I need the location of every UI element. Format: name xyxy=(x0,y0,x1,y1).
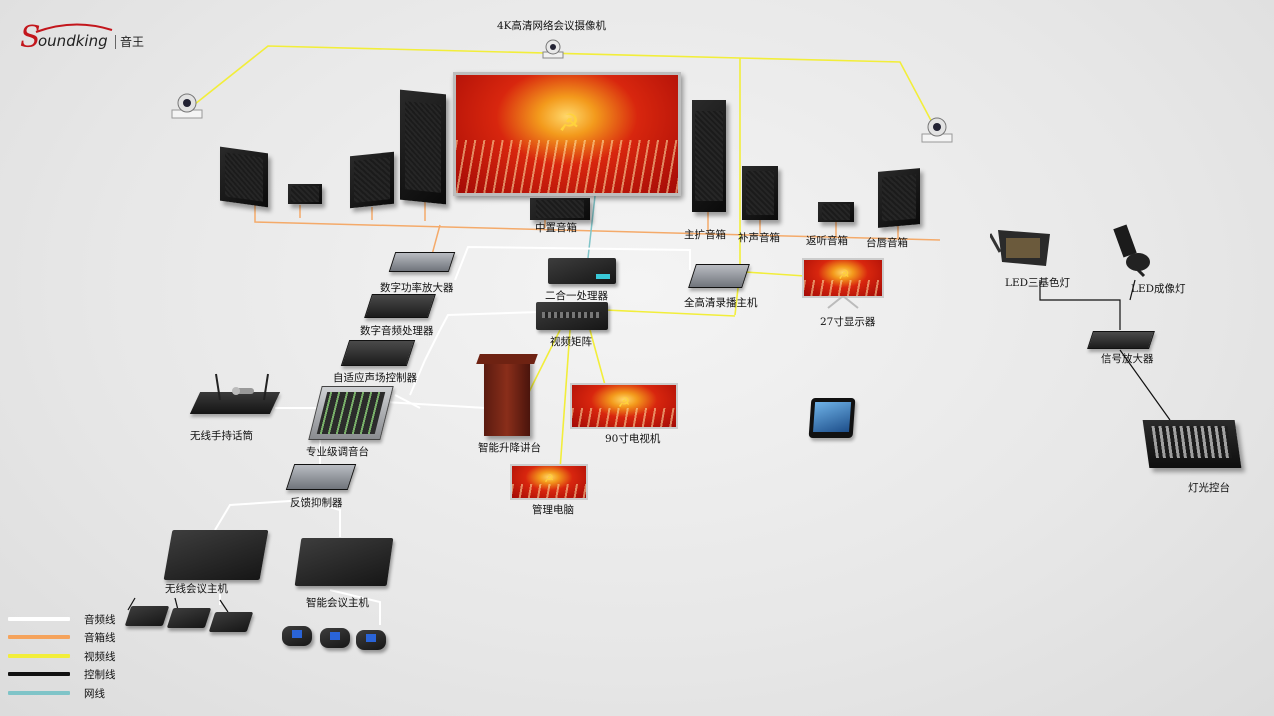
speaker-left-3 xyxy=(350,151,394,209)
line-array-right xyxy=(692,100,726,212)
adaptive-label: 自适应声场控制器 xyxy=(333,372,417,384)
feedback-suppressor xyxy=(285,464,357,490)
two-in-one-label: 二合一处理器 xyxy=(545,290,608,302)
logo-cn: 音王 xyxy=(120,35,145,49)
mixer-label: 专业级调音台 xyxy=(306,446,369,458)
management-pc: ☭ xyxy=(510,464,588,500)
handheld-mic-icon xyxy=(215,373,269,401)
speaker-left-1 xyxy=(220,146,268,208)
fill-speaker-label: 补声音箱 xyxy=(738,232,780,244)
legend-swatch xyxy=(8,617,70,621)
legend-label: 网线 xyxy=(84,688,105,700)
legend-swatch xyxy=(8,654,70,658)
logo-divider xyxy=(115,35,116,49)
led-tri-label: LED三基色灯 xyxy=(1005,277,1071,289)
led-imaging-light-icon xyxy=(1113,224,1150,278)
monitor-speaker xyxy=(818,202,854,222)
recorder-label: 全高清录播主机 xyxy=(684,297,758,309)
light-console-label: 灯光控台 xyxy=(1188,482,1230,494)
camera-right-icon xyxy=(921,117,953,143)
wireless-host-label: 无线会议主机 xyxy=(165,583,228,595)
hammer-sickle-icon: ☭ xyxy=(838,268,850,283)
hammer-sickle-icon: ☭ xyxy=(558,109,580,137)
wireless-conference-host xyxy=(163,530,269,580)
fill-speaker xyxy=(742,166,778,220)
legend-swatch xyxy=(8,691,70,695)
logo-text: oundking xyxy=(38,32,108,50)
dsp-label: 数字音频处理器 xyxy=(360,325,434,337)
smart-mic-2 xyxy=(320,628,350,648)
tv90-label: 90寸电视机 xyxy=(605,433,661,445)
podium-label: 智能升降讲台 xyxy=(478,442,541,454)
control-lines xyxy=(127,279,1171,613)
video-matrix xyxy=(536,302,608,330)
dsp-processor xyxy=(364,294,436,318)
signal-amp-label: 信号放大器 xyxy=(1101,353,1154,365)
recording-host xyxy=(688,264,750,288)
legend-label: 视频线 xyxy=(84,651,116,663)
monitor-speaker-label: 返听音箱 xyxy=(806,235,848,247)
led-main-screen: ☭ xyxy=(453,72,681,196)
smart-mic-3 xyxy=(356,630,386,650)
conference-mic-2 xyxy=(166,608,212,628)
stage-speaker xyxy=(878,168,920,228)
legend-swatch xyxy=(8,635,70,639)
amp-label: 数字功率放大器 xyxy=(380,282,454,294)
signal-amplifier xyxy=(1087,331,1155,349)
matrix-label: 视频矩阵 xyxy=(550,336,592,348)
center-speaker xyxy=(530,198,590,220)
camera-label: 4K高清网络会议摄像机 xyxy=(497,20,607,32)
legend-label: 音频线 xyxy=(84,614,116,626)
smart-mic-1 xyxy=(282,626,312,646)
monitor27-label: 27寸显示器 xyxy=(820,316,876,328)
logo-initial: S xyxy=(20,20,41,55)
adaptive-controller xyxy=(340,340,416,366)
digital-amp xyxy=(388,252,456,272)
center-speaker-label: 中置音箱 xyxy=(535,222,577,234)
legend-label: 控制线 xyxy=(84,669,116,681)
pc-label: 管理电脑 xyxy=(532,504,574,516)
monitor-stand xyxy=(827,296,859,309)
hammer-sickle-icon: ☭ xyxy=(617,395,631,411)
stage-speaker-label: 台唇音箱 xyxy=(866,237,908,249)
smart-conference-host xyxy=(294,538,394,586)
lighting-console xyxy=(1142,420,1242,468)
tv-90: ☭ xyxy=(570,383,678,429)
mixing-console xyxy=(308,386,394,440)
speaker-left-2 xyxy=(288,184,322,204)
brand-logo: S oundking 音王 xyxy=(20,20,150,56)
line-array-left xyxy=(400,89,446,205)
hammer-sickle-icon: ☭ xyxy=(544,472,554,485)
logo-swoosh-icon xyxy=(35,23,113,33)
camera-center-icon xyxy=(542,39,564,59)
camera-left-icon xyxy=(171,93,203,119)
handheld-mic-label: 无线手持话筒 xyxy=(190,430,253,442)
smart-podium xyxy=(476,354,538,436)
smart-host-label: 智能会议主机 xyxy=(306,597,369,609)
main-speaker-label: 主扩音箱 xyxy=(684,229,726,241)
two-in-one-processor xyxy=(548,258,616,284)
led-tricolor-light-icon xyxy=(990,230,1050,266)
feedback-label: 反馈抑制器 xyxy=(290,497,343,509)
legend-swatch xyxy=(8,672,70,676)
legend-label: 音箱线 xyxy=(84,632,116,644)
monitor-27: ☭ xyxy=(802,258,884,298)
conference-mic-3 xyxy=(208,612,254,632)
led-imaging-label: LED成像灯 xyxy=(1131,283,1186,295)
conference-mic-1 xyxy=(124,606,170,626)
tablet xyxy=(808,398,856,438)
